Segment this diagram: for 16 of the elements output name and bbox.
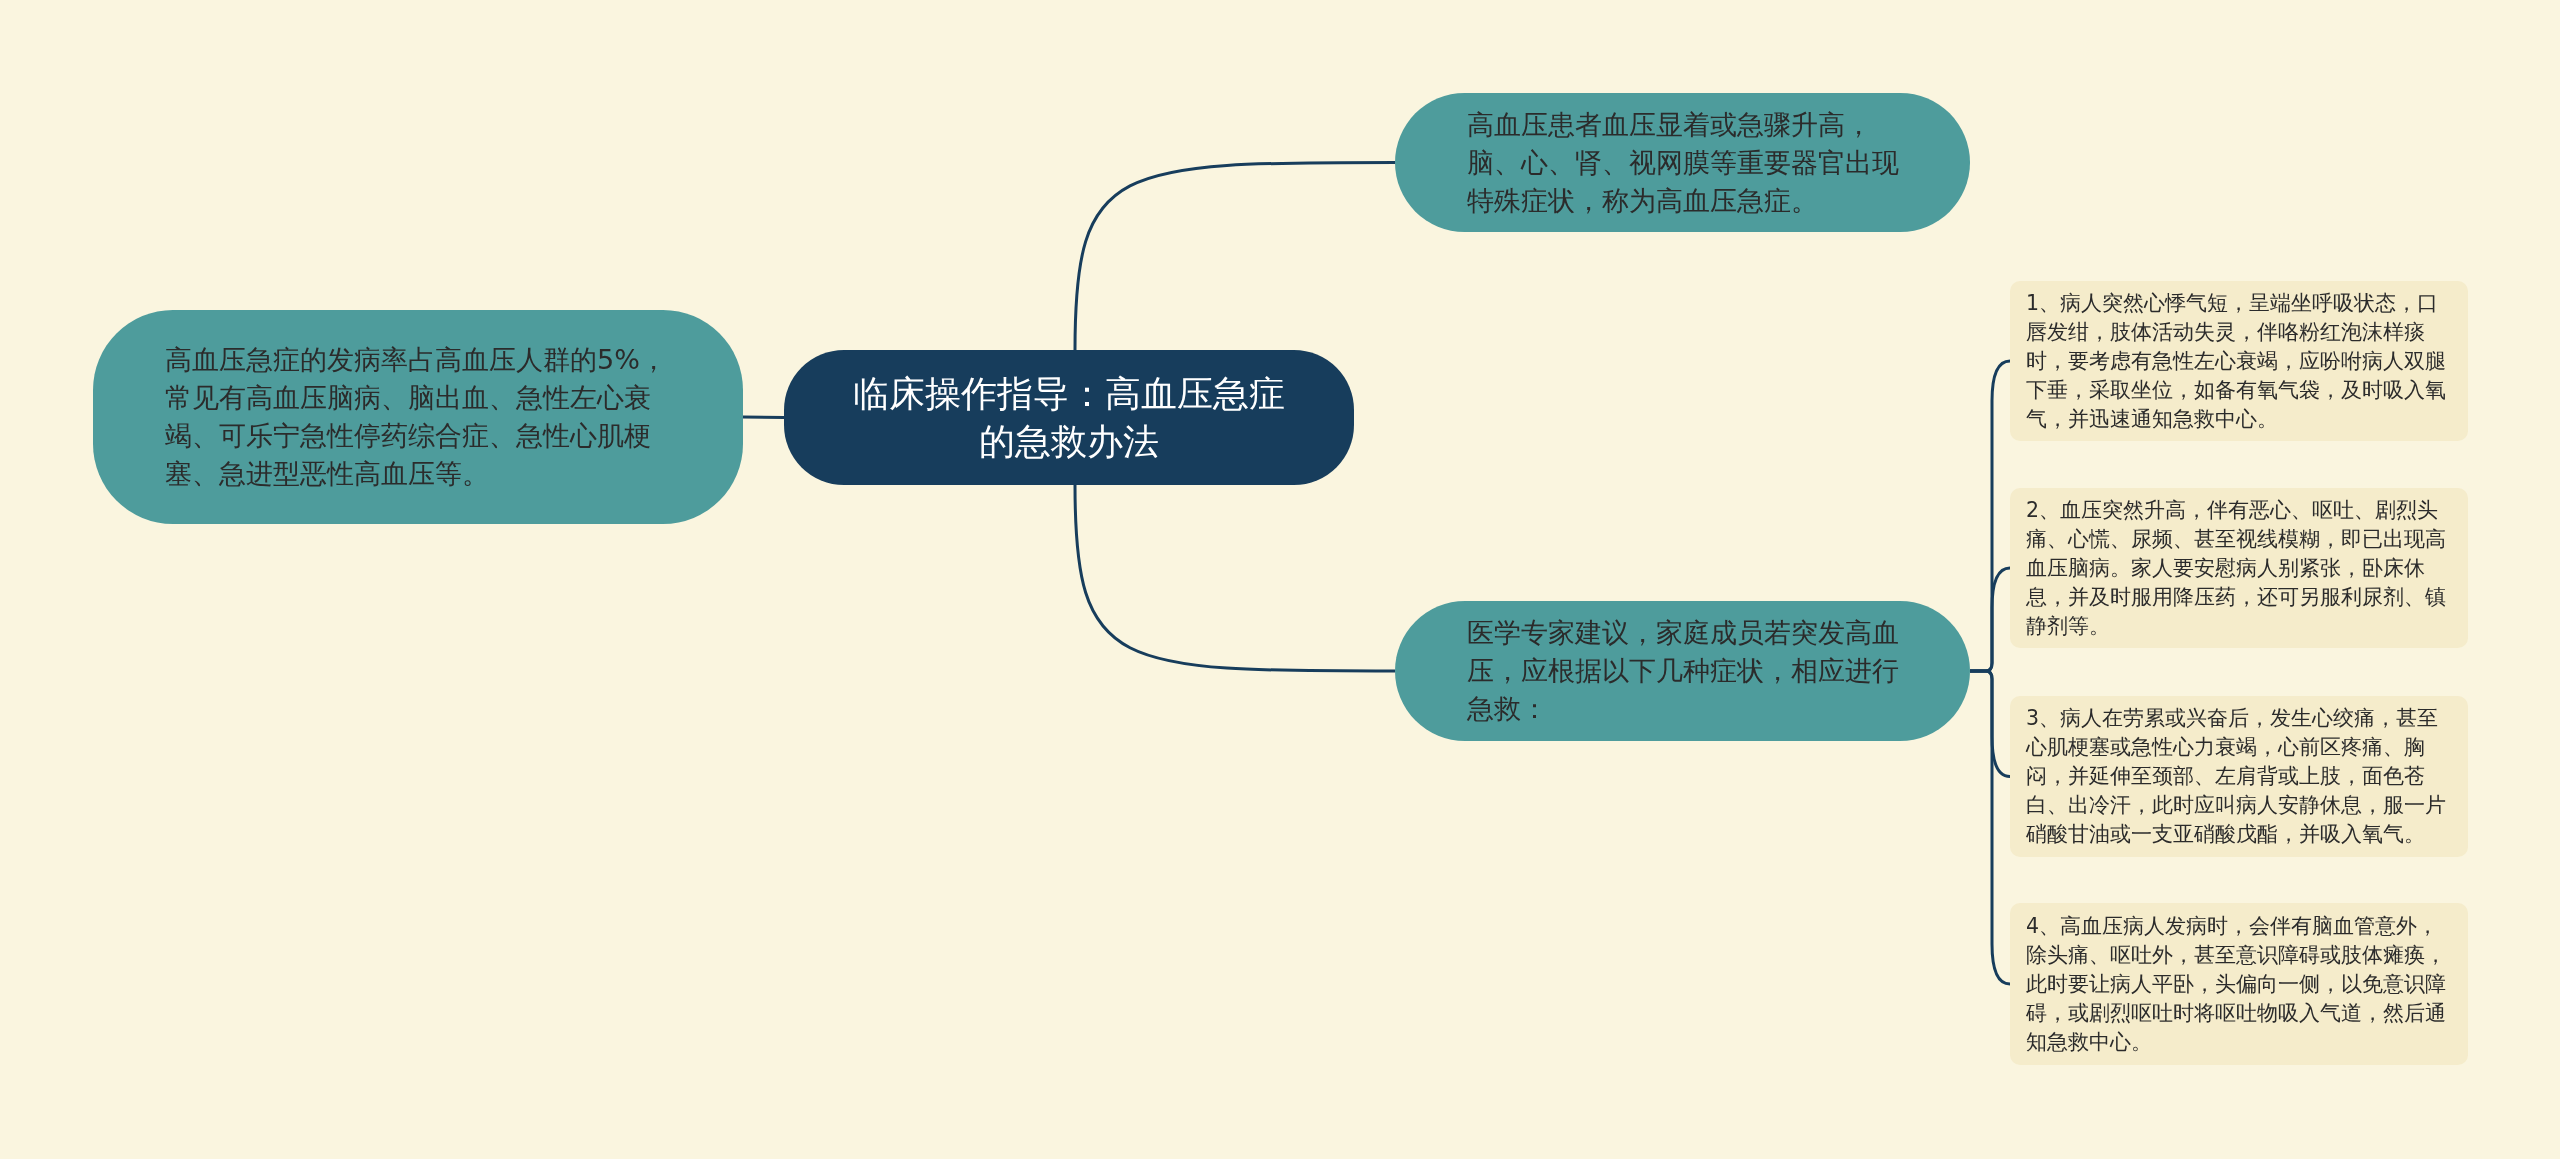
topic-text: 1、病人突然心悸气短，呈端坐呼吸状态，口唇发绀，肢体活动失灵，伴咯粉红泡沫样痰时，要考虑有急性左心衰竭，应吩咐病人双腿下垂，采取坐位，如备有氧气袋，及时吸入氧气，并迅速通知急救中心。: [2026, 289, 2447, 433]
topic-text: 3、病人在劳累或兴奋后，发生心绞痛，甚至心肌梗塞或急性心力衰竭，心前区疼痛、胸闷，并延伸至颈部、左肩背或上肢，面色苍白、出冷汗，此时应叫病人安静休息，服一片硝酸甘油或一支亚硝酸戊酯，并吸入氧气。: [2026, 705, 2447, 848]
topic-text: 医学专家建议，家庭成员若突发高血压，应根据以下几种症状，相应进行急救：: [1467, 616, 1900, 726]
topic-text: 高血压急症的发病率占高血压人群的5%，常见有高血压脑病、脑出血、急性左心衰竭、可乐宁急性停药综合症、急性心肌梗塞、急进型恶性高血压等。: [165, 343, 668, 491]
note-card: [2010, 488, 2468, 648]
connector-line: [1073, 161, 1395, 351]
topic-text: 高血压患者血压显着或急骤升高，脑、心、肾、视网膜等重要器官出现特殊症状，称为高血压急症。: [1467, 107, 1900, 218]
connector-line: [1073, 484, 1395, 673]
note-card: [2010, 696, 2468, 857]
note-card: [2010, 903, 2468, 1065]
topic-text: 2、血压突然升高，伴有恶心、呕吐、剧烈头痛、心慌、尿频、甚至视线模糊，即已出现高血压脑病。家人要安慰病人别紧张，卧床休息，并及时服用降压药，还可另服利尿剂、镇静剂等。: [2026, 496, 2447, 640]
topic-text: 4、高血压病人发病时，会伴有脑血管意外，除头痛、呕吐外，甚至意识障碍或肢体瘫痪，此时要让病人平卧，头偏向一侧，以免意识障碍，或剧烈呕吐时将呕吐物吸入气道，然后通知急救中心。: [2026, 912, 2447, 1056]
connector-line: [1970, 669, 2011, 986]
note-card: [2010, 281, 2468, 441]
topic-text: 临床操作指导：高血压急症的急救办法: [852, 371, 1286, 464]
connector-line: [742, 415, 785, 419]
